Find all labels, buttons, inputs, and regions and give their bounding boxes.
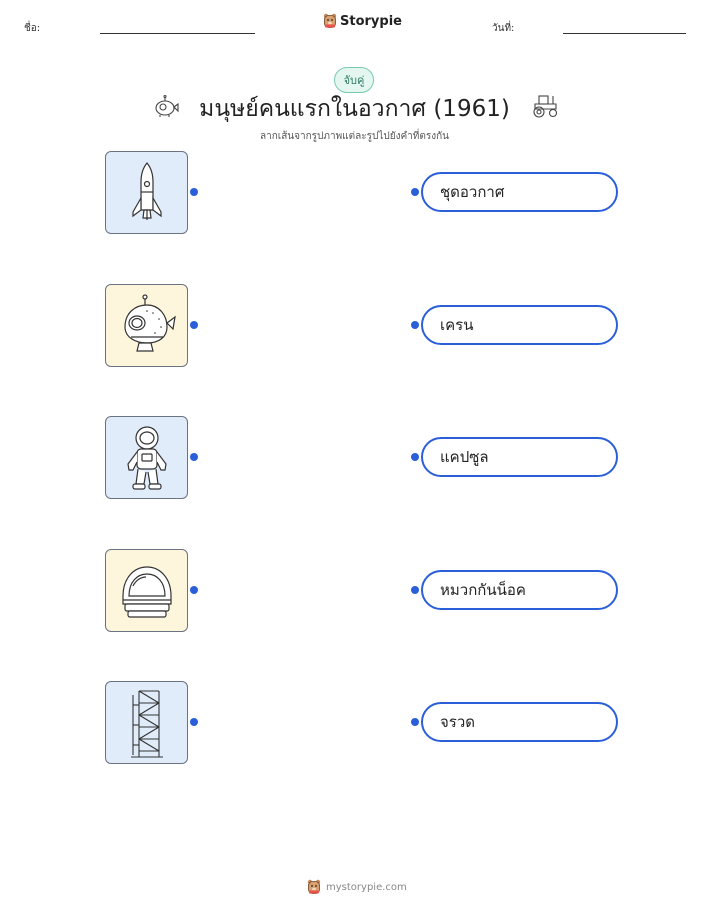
picture-dot-2[interactable] <box>190 321 198 329</box>
page-title: มนุษย์คนแรกในอวกาศ (1961) <box>199 96 510 122</box>
bear-mascot-icon <box>307 879 321 894</box>
picture-dot-1[interactable] <box>190 188 198 196</box>
space-helmet-icon <box>121 565 172 618</box>
submarine-doodle-icon <box>155 94 179 117</box>
picture-dot-5[interactable] <box>190 718 198 726</box>
picture-card-tower[interactable] <box>105 681 188 764</box>
picture-dot-3[interactable] <box>190 453 198 461</box>
brand-name: Storypie <box>340 13 402 29</box>
name-line[interactable] <box>100 33 255 34</box>
activity-badge: จับคู่ <box>334 67 374 93</box>
footer-link[interactable]: mystorypie.com <box>326 881 407 893</box>
word-option-3[interactable]: แคปซูล <box>421 437 618 477</box>
word-dot-1[interactable] <box>411 188 419 196</box>
date-label: วันที่: <box>492 23 515 34</box>
picture-card-helmet[interactable] <box>105 549 188 632</box>
word-dot-2[interactable] <box>411 321 419 329</box>
picture-dot-4[interactable] <box>190 586 198 594</box>
picture-card-capsule[interactable] <box>105 284 188 367</box>
name-label: ชื่อ: <box>24 23 41 34</box>
instructions: ลากเส้นจากรูปภาพแต่ละรูปไปยังคำที่ตรงกัน <box>259 131 449 142</box>
word-dot-3[interactable] <box>411 453 419 461</box>
picture-card-astronaut[interactable] <box>105 416 188 499</box>
date-line[interactable] <box>563 33 686 34</box>
word-option-4[interactable]: หมวกกันน็อค <box>421 570 618 610</box>
word-dot-4[interactable] <box>411 586 419 594</box>
brand-logo: Storypie <box>323 13 402 29</box>
footer: mystorypie.com <box>307 879 407 895</box>
launch-tower-icon <box>130 689 163 758</box>
astronaut-icon <box>126 425 167 490</box>
word-option-5[interactable]: จรวด <box>421 702 618 742</box>
picture-card-rocket[interactable] <box>105 151 188 234</box>
space-capsule-icon <box>123 293 176 352</box>
tractor-doodle-icon <box>533 95 558 118</box>
word-option-1[interactable]: ชุดอวกาศ <box>421 172 618 212</box>
bear-mascot-icon <box>323 13 337 28</box>
rocket-icon <box>131 161 162 220</box>
word-option-2[interactable]: เครน <box>421 305 618 345</box>
word-dot-5[interactable] <box>411 718 419 726</box>
